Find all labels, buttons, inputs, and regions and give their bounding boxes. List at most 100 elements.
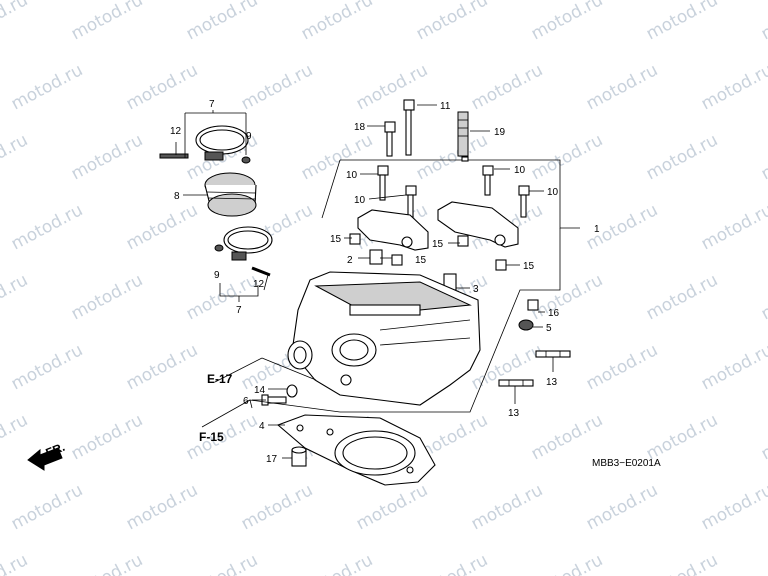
watermark-text: motod.ru [528,270,606,324]
watermark-text: motod.ru [8,60,86,114]
watermark-text: motod.ru [698,480,768,534]
dowel-pin-17 [291,446,307,467]
callout-10-c: 10 [514,165,526,176]
reference-f15: F-15 [199,430,224,444]
callout-16: 16 [548,308,560,319]
watermark-text: motod.ru [68,130,146,184]
watermark-text: motod.ru [68,550,146,576]
watermark-text: motod.ru [298,0,376,44]
callouts: 1 2 3 4 5 6 7 7 8 9 9 10 10 10 10 11 12 … [170,99,600,465]
watermark-text: motod.ru [698,340,768,394]
watermark-text: motod.ru [758,130,768,184]
callout-14: 14 [254,385,266,396]
watermark-text: motod.ru [183,550,261,576]
callout-15-b: 15 [432,239,444,250]
intake-clamp-upper [159,125,251,164]
callout-19: 19 [494,127,506,138]
callout-6: 6 [243,396,249,407]
callout-8: 8 [174,191,180,202]
watermark-text: motod.ru [0,270,31,324]
watermark-text: motod.ru [413,550,491,576]
watermark-text: motod.ru [468,60,546,114]
cylinder-head [287,271,481,406]
watermark-text: motod.ru [123,480,201,534]
watermark-text: motod.ru [238,60,316,114]
intake-clamp-lower [214,226,273,277]
callout-9-bottom: 9 [214,270,220,281]
stud-bolts [498,350,571,387]
callout-17: 17 [266,454,278,465]
watermark-text: motod.ru [0,0,31,44]
watermark-text: motod.ru [528,130,606,184]
front-direction-arrow [27,447,63,471]
callout-13-b: 13 [508,408,520,419]
watermark-text: motod.ru [643,130,721,184]
watermark-text: motod.ru [758,550,768,576]
callout-7-bottom: 7 [236,305,242,316]
watermark-text: motod.ru [583,60,661,114]
callout-1: 1 [594,224,600,235]
callout-4: 4 [259,421,265,432]
watermark-text: motod.ru [468,480,546,534]
front-direction-label: FR. [44,440,67,460]
watermark-text: motod.ru [643,270,721,324]
watermark-text: motod.ru [528,410,606,464]
watermark-text: motod.ru [413,130,491,184]
callout-13-a: 13 [546,377,558,388]
reference-e17: E-17 [207,372,233,386]
watermark-text: motod.ru [353,480,431,534]
watermark-text: motod.ru [183,0,261,44]
callout-15-a: 15 [330,234,342,245]
rocker-arm-holders [357,201,519,251]
watermark-text: motod.ru [0,550,31,576]
callout-15-d: 15 [523,261,535,272]
callout-15-c: 15 [415,255,427,266]
watermark-text: motod.ru [643,550,721,576]
watermark-text: motod.ru [0,130,31,184]
watermark-text: motod.ru [758,0,768,44]
watermark-text: motod.ru [123,60,201,114]
callout-7-top: 7 [209,99,215,110]
watermark-text: motod.ru [183,270,261,324]
callout-12-top: 12 [170,126,182,137]
intake-insulator [204,172,257,217]
bolts-top [377,99,530,218]
callout-12-bottom: 12 [253,279,265,290]
watermark-text: motod.ru [68,410,146,464]
spark-plug [461,156,469,162]
leader-lines [175,104,554,459]
callout-18: 18 [354,122,366,133]
diagram-code: MBB3−E0201A [592,458,661,469]
reference-arrows [201,357,420,428]
watermark-text: motod.ru [528,0,606,44]
callout-9-top: 9 [246,131,252,142]
callout-3: 3 [473,284,479,295]
watermark-text: motod.ru [528,550,606,576]
assembly-frame [321,159,580,413]
watermark-text: motod.ru [643,0,721,44]
watermark-text: motod.ru [758,270,768,324]
watermark-text: motod.ru [758,410,768,464]
watermark-text: motod.ru [583,340,661,394]
watermark-text: motod.ru [643,410,721,464]
watermark-text: motod.ru [123,200,201,254]
watermark-text: motod.ru [353,60,431,114]
watermark-text: motod.ru [698,200,768,254]
watermark-text: motod.ru [123,340,201,394]
watermark-text: motod.ru [0,410,31,464]
watermark-text: motod.ru [298,550,376,576]
head-gasket [276,414,436,486]
callout-10-d: 10 [547,187,559,198]
watermark-text: motod.ru [298,130,376,184]
watermark-text: motod.ru [8,340,86,394]
watermark-text: motod.ru [413,0,491,44]
watermark-text: motod.ru [8,480,86,534]
callout-10-b: 10 [354,195,366,206]
watermark-text: motod.ru [68,270,146,324]
watermark-text: motod.ru [238,480,316,534]
callout-5: 5 [546,323,552,334]
callout-10-a: 10 [346,170,358,181]
watermark-text: motod.ru [698,60,768,114]
